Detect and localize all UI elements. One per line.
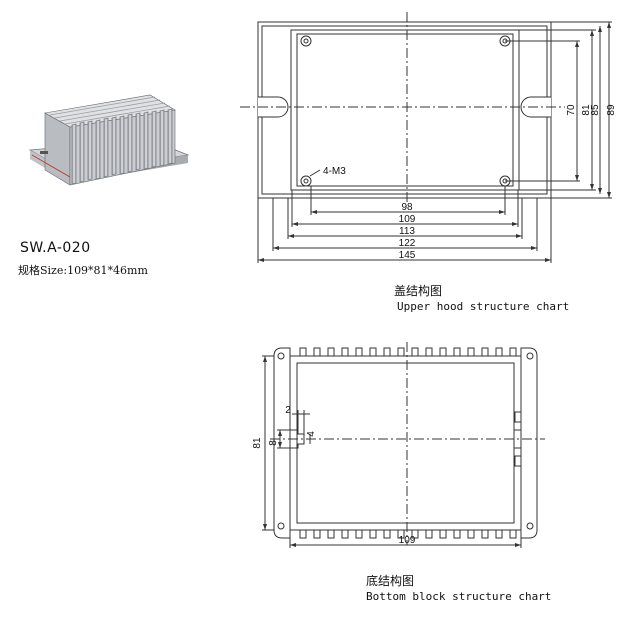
upper-hood-drawing: 4-M3 98 109 113 122 145 70 81 85 89 <box>240 12 617 263</box>
product-model: SW.A-020 <box>20 240 91 256</box>
bottom-block-drawing: 109 81 8 2 4 <box>252 342 545 548</box>
bottom-dim-109: 109 <box>399 535 416 546</box>
product-photo <box>28 94 190 186</box>
product-spec: 规格Size:109*81*46mm <box>18 264 148 277</box>
upper-title-cn: 盖结构图 <box>394 284 443 298</box>
bottom-dim-2: 2 <box>285 405 291 416</box>
bottom-outer-outline <box>289 355 522 531</box>
bottom-dim-81: 81 <box>252 437 263 449</box>
upper-hole-label: 4-M3 <box>323 166 346 177</box>
bottom-title-cn: 底结构图 <box>366 574 415 588</box>
upper-dim-81: 81 <box>581 104 592 116</box>
upper-dim-145: 145 <box>399 250 416 261</box>
upper-dim-89: 89 <box>606 104 617 116</box>
upper-dim-98: 98 <box>401 202 413 213</box>
upper-title-en: Upper hood structure chart <box>397 300 570 313</box>
upper-dim-85: 85 <box>590 104 601 116</box>
upper-outer-outline <box>257 21 552 199</box>
bottom-dim-4: 4 <box>306 431 317 437</box>
upper-dim-122: 122 <box>399 238 416 249</box>
upper-inner-box <box>290 29 520 191</box>
bottom-title-en: Bottom block structure chart <box>366 590 552 603</box>
bottom-dim-8: 8 <box>268 440 279 446</box>
upper-dim-70: 70 <box>566 104 577 116</box>
upper-dim-113: 113 <box>399 226 415 237</box>
upper-dim-109: 109 <box>399 214 416 225</box>
